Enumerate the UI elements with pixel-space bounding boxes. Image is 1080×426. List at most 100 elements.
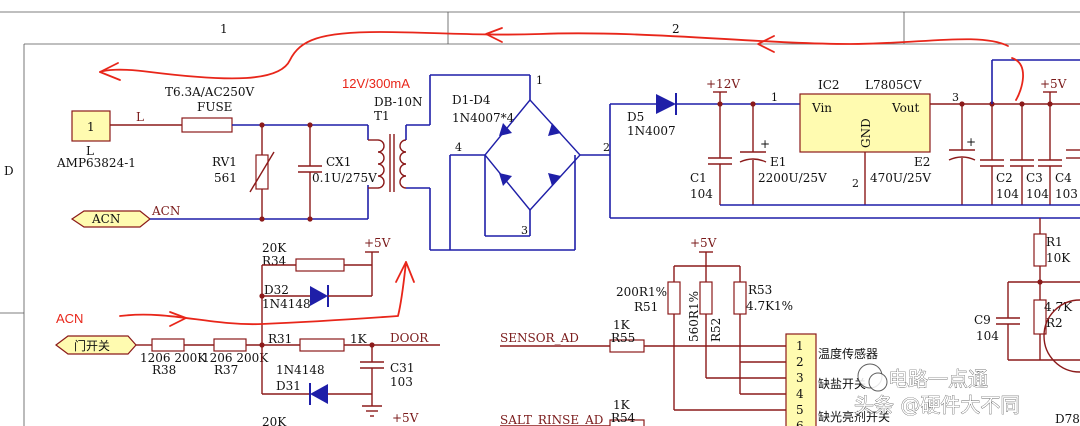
- acn-port-label: ACN: [91, 212, 120, 226]
- current-flow-annotations: [99, 27, 1024, 327]
- fuse-rating: T6.3A/AC250V: [165, 85, 255, 99]
- acn-annotation: ACN: [56, 311, 83, 326]
- r37-ref: R37: [214, 363, 238, 377]
- r38-value: 1206 200K: [140, 351, 207, 365]
- c3-value: 104: [1026, 187, 1049, 201]
- c31-ref: C31: [390, 361, 414, 375]
- transformer-rating: 12V/300mA: [342, 76, 410, 91]
- frame-col-2: 2: [672, 22, 680, 36]
- c9-value: 104: [976, 329, 999, 343]
- header-pin-2: 2: [796, 355, 804, 369]
- bridge-pin-3: 3: [521, 224, 528, 237]
- c2-value: 104: [996, 187, 1019, 201]
- sense-network-right: R1 10K C9 104 4.7K R2: [974, 218, 1080, 373]
- sensor-inputs-section: +5V 200R1% R51 560R1% R52 R53 4.7K1% SEN…: [500, 236, 1080, 426]
- r55-ref: R55: [611, 331, 635, 345]
- c1-ref: C1: [690, 171, 707, 185]
- e2-ref: E2: [914, 155, 930, 169]
- r53-value: 4.7K1%: [746, 299, 793, 313]
- r1-ref: R1: [1046, 235, 1063, 249]
- d78-ref: D78: [1055, 412, 1080, 426]
- d5-and-12v-rail: D5 1N4007 +12V 1 C1 104 + E1 2200U/25V: [609, 77, 827, 205]
- ic2-pin-2: 2: [852, 177, 859, 190]
- rv1-ref: RV1: [212, 155, 237, 169]
- fuse-name: FUSE: [197, 100, 232, 114]
- r1-symbol: [1033, 233, 1047, 267]
- watermark-line-2: 头条 @硬件大不同: [854, 393, 1020, 417]
- watermark: 电路一点通 头条 @硬件大不同: [854, 363, 1021, 417]
- bridge-rectifier: D1-D4 1N4007*4 1 2 3 4: [449, 74, 610, 250]
- d31-ref: D31: [276, 379, 301, 393]
- r52-ref: R52: [709, 318, 723, 342]
- transformer-t1: 12V/300mA DB-10N T1: [342, 74, 576, 251]
- connector-l-pin: 1: [87, 120, 95, 134]
- mains-input: 1 L AMP63824-1 L T6.3A/AC250V FUSE ACN A…: [56, 85, 377, 228]
- net-salt-rinse-ad: SALT_RINSE_AD: [500, 413, 603, 426]
- connector-l-name: L: [86, 144, 94, 158]
- cx1-value: 0.1U/275V: [312, 171, 377, 185]
- watermark-line-1: 电路一点通: [888, 367, 988, 391]
- sensor-header: [785, 333, 817, 426]
- d5-ref: D5: [627, 110, 644, 124]
- rail-5v-d32: +5V: [364, 236, 391, 250]
- net-sensor-ad: SENSOR_AD: [500, 331, 579, 345]
- c3-ref: C3: [1026, 171, 1043, 185]
- d32-ref: D32: [264, 283, 289, 297]
- ic2-part: L7805CV: [865, 78, 922, 92]
- header-pin-6: 6: [796, 419, 804, 426]
- label-temp-sensor: 温度传感器: [818, 346, 878, 361]
- r31-value: 1K: [350, 332, 368, 346]
- acn-net-label: ACN: [151, 204, 180, 218]
- header-pin-1: 1: [796, 339, 804, 353]
- bridge-pin-1: 1: [536, 74, 543, 87]
- r34-value: 20K: [262, 241, 287, 255]
- ic2-ref: IC2: [818, 78, 840, 92]
- header-pin-4: 4: [796, 387, 804, 401]
- frame-col-1: 1: [220, 22, 228, 36]
- r31-ref: R31: [268, 332, 292, 346]
- cx1-ref: CX1: [326, 155, 351, 169]
- header-pin-3: 3: [796, 371, 804, 385]
- bridge-pin-4: 4: [455, 141, 462, 154]
- bridge-ref: D1-D4: [452, 93, 491, 107]
- r38-ref: R38: [152, 363, 176, 377]
- r37-value: 1206 200K: [202, 351, 269, 365]
- d31-part: 1N4148: [276, 363, 325, 377]
- bridge-pin-2: 2: [603, 141, 610, 154]
- r2-ref: R2: [1046, 316, 1063, 330]
- ic2-pin-1: 1: [771, 91, 778, 104]
- e1-plus: +: [760, 137, 770, 151]
- r52-value: 560R1%: [687, 291, 701, 342]
- label-salt-switch: 缺盐开关: [818, 376, 866, 391]
- r55-value: 1K: [613, 318, 631, 332]
- ic2-vout: Vout: [891, 101, 920, 115]
- door-port-label: 门开关: [74, 338, 110, 353]
- r51-ref: R51: [634, 300, 658, 314]
- d32-part: 1N4148: [262, 297, 311, 311]
- rail-5v-bottom: +5V: [392, 411, 419, 425]
- rv1-value: 561: [214, 171, 237, 185]
- regulator-ic2: IC2 L7805CV Vin Vout GND 2 3 +5V + E2 47…: [609, 59, 1080, 219]
- c4-ref: C4: [1055, 171, 1072, 185]
- d5-part: 1N4007: [627, 124, 676, 138]
- ic2-vin: Vin: [811, 101, 832, 115]
- header-pin-5: 5: [796, 403, 804, 417]
- connector-l: [71, 110, 111, 142]
- rail-5v-sensors: +5V: [690, 236, 717, 250]
- r51-value: 200R1%: [616, 285, 667, 299]
- e1-ref: E1: [770, 155, 786, 169]
- e2-value: 470U/25V: [870, 171, 931, 185]
- door-switch-section: +5V 20K R34 D32 1N4148 门开关 ACN 1206 200K…: [55, 236, 440, 426]
- net-l-label: L: [136, 110, 144, 124]
- c1-value: 104: [690, 187, 713, 201]
- frame-row-d: D: [4, 164, 14, 178]
- r34-ref: R34: [262, 254, 287, 268]
- r1-value: 10K: [1046, 251, 1071, 265]
- c4-value: 103: [1055, 187, 1078, 201]
- rail-5v-top: +5V: [1040, 77, 1067, 91]
- bridge-part: 1N4007*4: [452, 111, 515, 125]
- e1-value: 2200U/25V: [758, 171, 827, 185]
- label-rinse-switch: 缺光亮剂开关: [818, 409, 890, 424]
- c2-ref: C2: [996, 171, 1013, 185]
